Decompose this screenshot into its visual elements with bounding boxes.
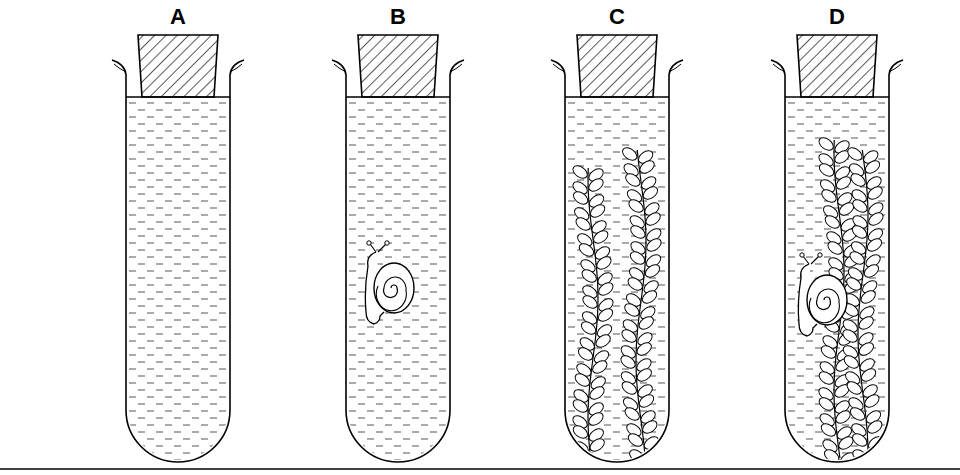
plant-leaf (842, 353, 861, 370)
plant-leaf (865, 236, 884, 253)
plant-leaf (637, 314, 656, 331)
plant-leaf (571, 423, 590, 440)
plant-leaf (587, 176, 606, 193)
plant-leaf (587, 410, 606, 427)
plant-leaf (638, 158, 657, 175)
plant-leaf (865, 418, 884, 435)
tube-d (771, 35, 903, 468)
plant-leaf (574, 215, 593, 232)
plant-leaf (867, 210, 886, 227)
plant-leaf (620, 379, 639, 396)
plant-leaf (850, 431, 869, 448)
plant-leaf (641, 184, 660, 201)
plant-leaf (640, 418, 659, 435)
plant-leaf (820, 187, 839, 204)
plant-leaf (620, 145, 639, 162)
plant-leaf (848, 405, 867, 422)
plant-leaf (850, 197, 869, 214)
plant-leaf (822, 447, 841, 464)
plant-leaf (819, 421, 838, 438)
plant-leaf (866, 434, 885, 451)
plant-leaf (588, 202, 607, 219)
plant-leaf (571, 163, 590, 180)
plant-leaf (867, 444, 886, 461)
plant-leaf (834, 408, 853, 425)
pondweed (571, 145, 664, 464)
plant-leaf (866, 184, 885, 201)
plant-leaf (619, 353, 638, 370)
plant-leaf (857, 340, 876, 357)
plant-leaf (628, 249, 647, 266)
plant-leaf (841, 327, 860, 344)
plant-leaf (845, 379, 864, 396)
plant-leaf (850, 223, 869, 240)
tube-a (112, 35, 244, 462)
plant-leaf (588, 436, 607, 453)
plant-leaf (594, 332, 613, 349)
plant-leaf (645, 236, 664, 253)
tube-label: B (390, 6, 406, 28)
plant-leaf (844, 275, 863, 292)
plant-leaf (576, 345, 595, 362)
plant-leaf (623, 171, 642, 188)
plant-leaf (571, 397, 590, 414)
tube-label: A (170, 6, 186, 28)
plant-leaf (635, 366, 654, 383)
plant-leaf (643, 262, 662, 279)
plant-leaf (848, 249, 867, 266)
plant-leaf (590, 358, 609, 375)
plant-leaf (623, 405, 642, 422)
plant-leaf (642, 434, 661, 451)
plant-leaf (635, 340, 654, 357)
plant-leaf (626, 275, 645, 292)
bench-line (0, 468, 960, 470)
plant-leaf (643, 444, 662, 461)
plant-leaf (819, 343, 838, 360)
tube-label: D (829, 6, 845, 28)
tube-b (332, 35, 464, 462)
plant-leaf (826, 239, 845, 256)
plant-leaf (626, 431, 645, 448)
plant-leaf (591, 228, 610, 245)
plant-leaf (817, 135, 836, 152)
plant-leaf (823, 213, 842, 230)
plant-leaf (580, 267, 599, 284)
plant-leaf (573, 371, 592, 388)
plant-leaf (572, 439, 591, 456)
tube-c (551, 35, 683, 465)
plant-leaf (857, 314, 876, 331)
plant-leaf (577, 241, 596, 258)
plant-leaf (581, 293, 600, 310)
plant-leaf (627, 447, 646, 464)
plant-leaf (817, 369, 836, 386)
plant-leaf (845, 145, 864, 162)
plant-leaf (644, 210, 663, 227)
plant-leaf (863, 158, 882, 175)
plant-leaf (579, 319, 598, 336)
tube-label: C (609, 6, 625, 28)
plant-leaf (817, 161, 836, 178)
plant-leaf (627, 197, 646, 214)
plant-leaf (817, 395, 836, 412)
plant-leaf (571, 189, 590, 206)
plant-leaf (596, 280, 615, 297)
plant-leaf (588, 384, 607, 401)
plant-leaf (863, 392, 882, 409)
plant-leaf (862, 262, 881, 279)
plant-leaf (834, 174, 853, 191)
plant-leaf (859, 288, 878, 305)
plant-leaf (859, 366, 878, 383)
plant-leaf (622, 301, 641, 318)
plant-leaf (628, 223, 647, 240)
plant-leaf (620, 327, 639, 344)
plant-leaf (637, 392, 656, 409)
plant-leaf (596, 306, 615, 323)
plant-leaf (595, 254, 614, 271)
plant-leaf (851, 447, 870, 464)
plant-leaf (640, 288, 659, 305)
plant-leaf (849, 171, 868, 188)
